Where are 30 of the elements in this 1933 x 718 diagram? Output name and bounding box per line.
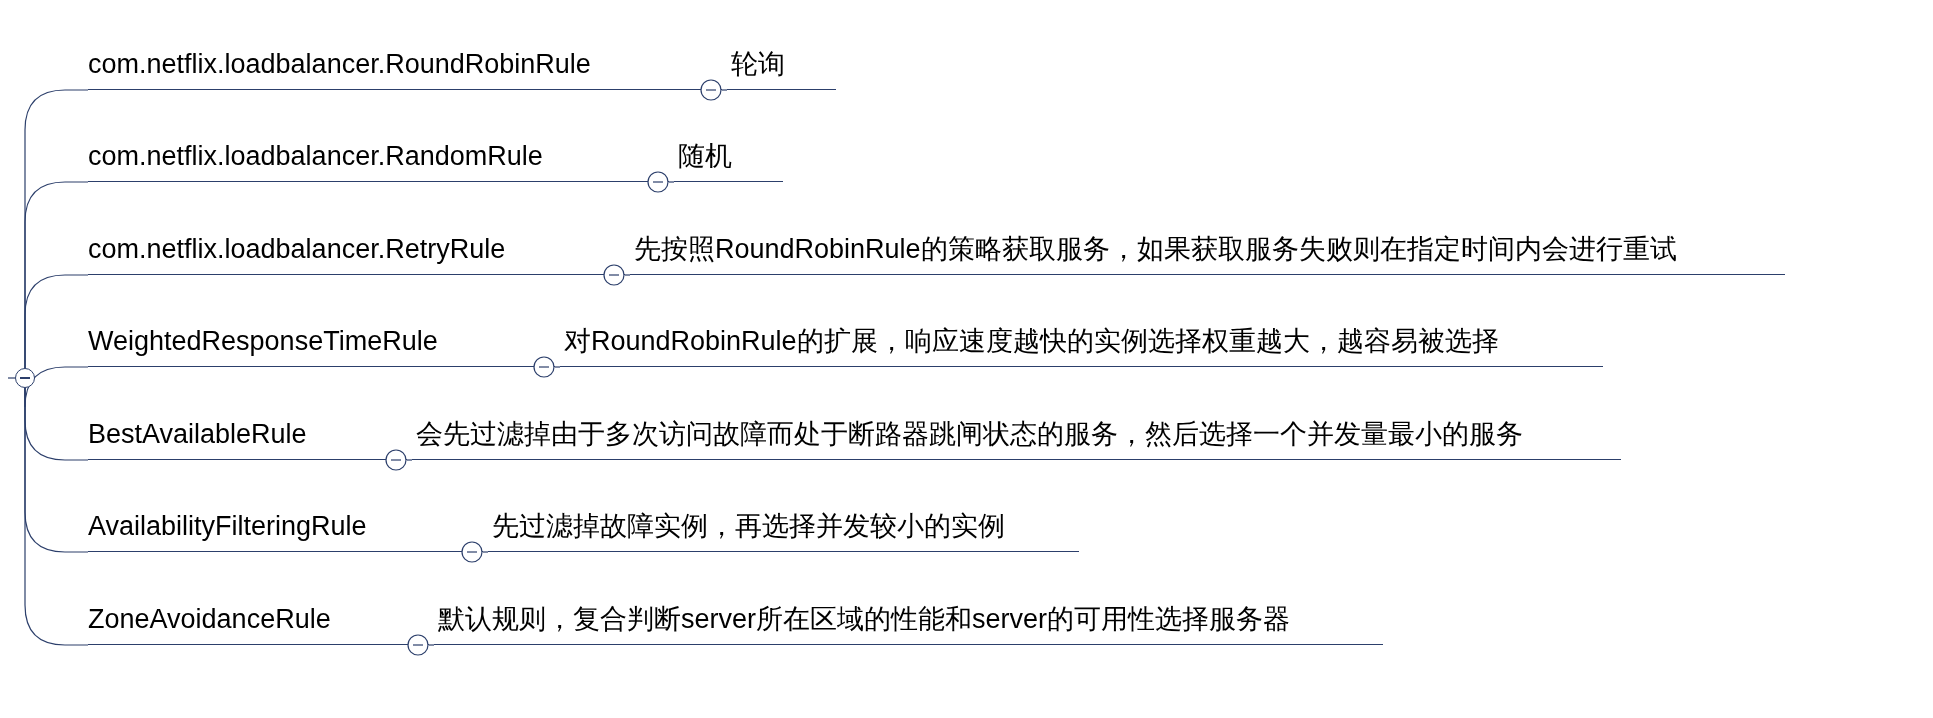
rule-description: 默认规则，复合判断server所在区域的性能和server的可用性选择服务器 [438, 602, 1291, 636]
description-node [434, 603, 1383, 645]
connector-line [482, 551, 489, 553]
connector-line [406, 459, 413, 461]
connector-line [24, 387, 89, 646]
description-node [727, 48, 836, 90]
rule-name: AvailabilityFilteringRule [88, 509, 367, 543]
rule-description: 会先过滤掉由于多次访问故障而处于断路器跳闸状态的服务，然后选择一个并发量最小的服务 [416, 417, 1523, 451]
connector-line [668, 181, 675, 183]
connector-line [721, 89, 728, 91]
rule-name: com.netflix.loadbalancer.RoundRobinRule [88, 47, 591, 81]
description-node [560, 325, 1603, 367]
rule-description: 轮询 [731, 47, 785, 81]
rule-description: 先按照RoundRobinRule的策略获取服务，如果获取服务失败则在指定时间内会进行重试 [634, 232, 1677, 266]
rule-name: ZoneAvoidanceRule [88, 602, 331, 636]
connector-line [624, 274, 631, 276]
description-node [674, 140, 783, 182]
connector-line [554, 366, 561, 368]
connector-line [24, 274, 89, 369]
description-node [630, 233, 1785, 275]
description-node [412, 418, 1621, 460]
connector-line [428, 644, 435, 646]
rule-name: WeightedResponseTimeRule [88, 324, 438, 358]
rule-name: com.netflix.loadbalancer.RandomRule [88, 139, 543, 173]
rule-description: 随机 [678, 139, 732, 173]
rule-name: com.netflix.loadbalancer.RetryRule [88, 232, 506, 266]
rule-description: 对RoundRobinRule的扩展，响应速度越快的实例选择权重越大，越容易被选择 [564, 324, 1499, 358]
rule-description: 先过滤掉故障实例，再选择并发较小的实例 [492, 509, 1005, 543]
rule-name: BestAvailableRule [88, 417, 307, 451]
description-node [488, 510, 1079, 552]
